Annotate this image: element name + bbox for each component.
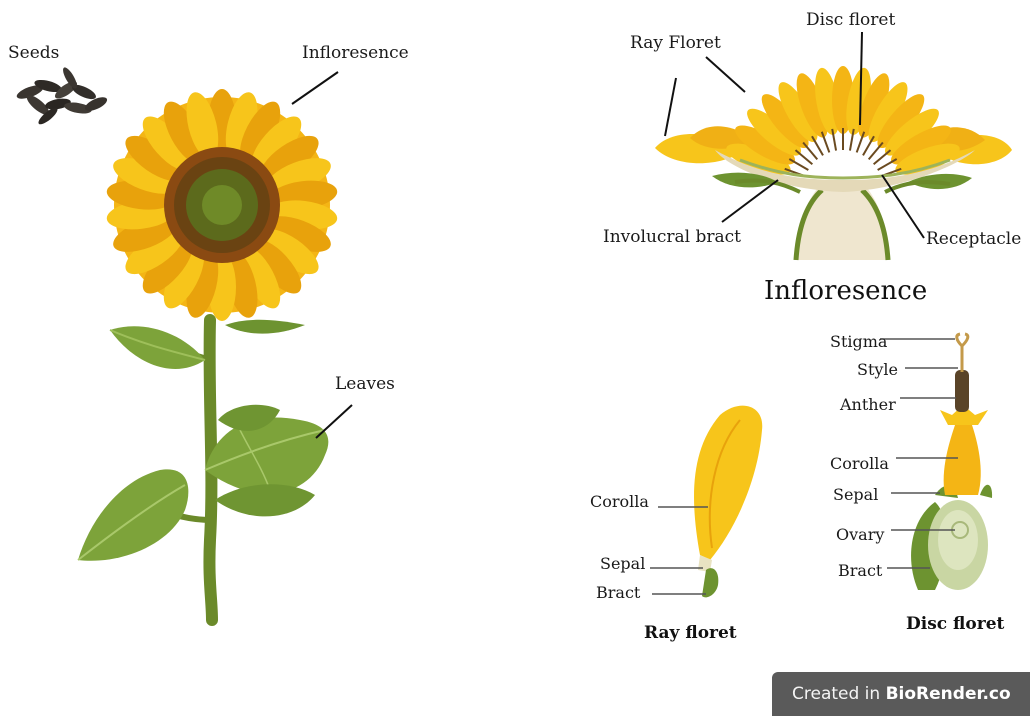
caption-ray-floret: Ray floret xyxy=(644,625,737,642)
leaf-middle-right xyxy=(205,417,328,493)
label-ray-bract: Bract xyxy=(596,585,640,601)
label-disc-corolla: Corolla xyxy=(830,456,889,472)
leader-leaves xyxy=(316,405,352,438)
label-disc-floret-top: Disc floret xyxy=(806,12,895,29)
disc-floret-anther xyxy=(796,150,813,164)
disc-floret-anther xyxy=(789,159,808,170)
inflorescence-section xyxy=(655,32,1012,260)
label-anther: Anther xyxy=(840,397,896,413)
section-title-infloresence: Infloresence xyxy=(764,278,927,304)
disc-floret-anther xyxy=(869,143,883,160)
leaf-lower-right xyxy=(215,484,315,516)
label-infloresence: Infloresence xyxy=(302,45,409,62)
watermark-brand: BioRender.co xyxy=(886,684,1011,704)
label-ovary: Ovary xyxy=(836,527,884,543)
leader-ray-floret xyxy=(706,57,745,92)
disc-floret-anther xyxy=(803,143,817,160)
disc-floret-anther xyxy=(878,159,897,170)
seeds-illustration xyxy=(15,66,109,127)
label-disc-sepal: Sepal xyxy=(833,487,878,503)
label-seeds: Seeds xyxy=(8,45,59,62)
caption-disc-floret: Disc floret xyxy=(906,616,1004,633)
disc-floret-anther xyxy=(874,150,891,164)
sunflower-plant xyxy=(15,66,352,620)
leaf-upper-left xyxy=(110,326,205,369)
biorender-watermark[interactable]: Created in BioRender.co xyxy=(772,672,1030,716)
leader-infloresence xyxy=(292,72,338,104)
label-leaves: Leaves xyxy=(335,376,395,393)
disc-floret-anther xyxy=(863,136,874,155)
watermark-prefix: Created in xyxy=(792,684,886,704)
label-disc-bract: Bract xyxy=(838,563,882,579)
label-ray-sepal: Sepal xyxy=(600,556,645,572)
leaf-upper-right xyxy=(225,320,305,334)
leaf-lower-left xyxy=(78,469,188,560)
label-receptacle: Receptacle xyxy=(926,231,1021,248)
ray-floret-detail xyxy=(650,406,762,598)
label-ray-floret: Ray Floret xyxy=(630,35,721,52)
label-stigma: Stigma xyxy=(830,334,887,350)
disc-floret-anther xyxy=(812,136,823,155)
label-style: Style xyxy=(857,362,898,378)
label-ray-corolla: Corolla xyxy=(590,494,649,510)
flower-head xyxy=(105,89,339,321)
label-involucral-bract: Involucral bract xyxy=(603,229,741,246)
